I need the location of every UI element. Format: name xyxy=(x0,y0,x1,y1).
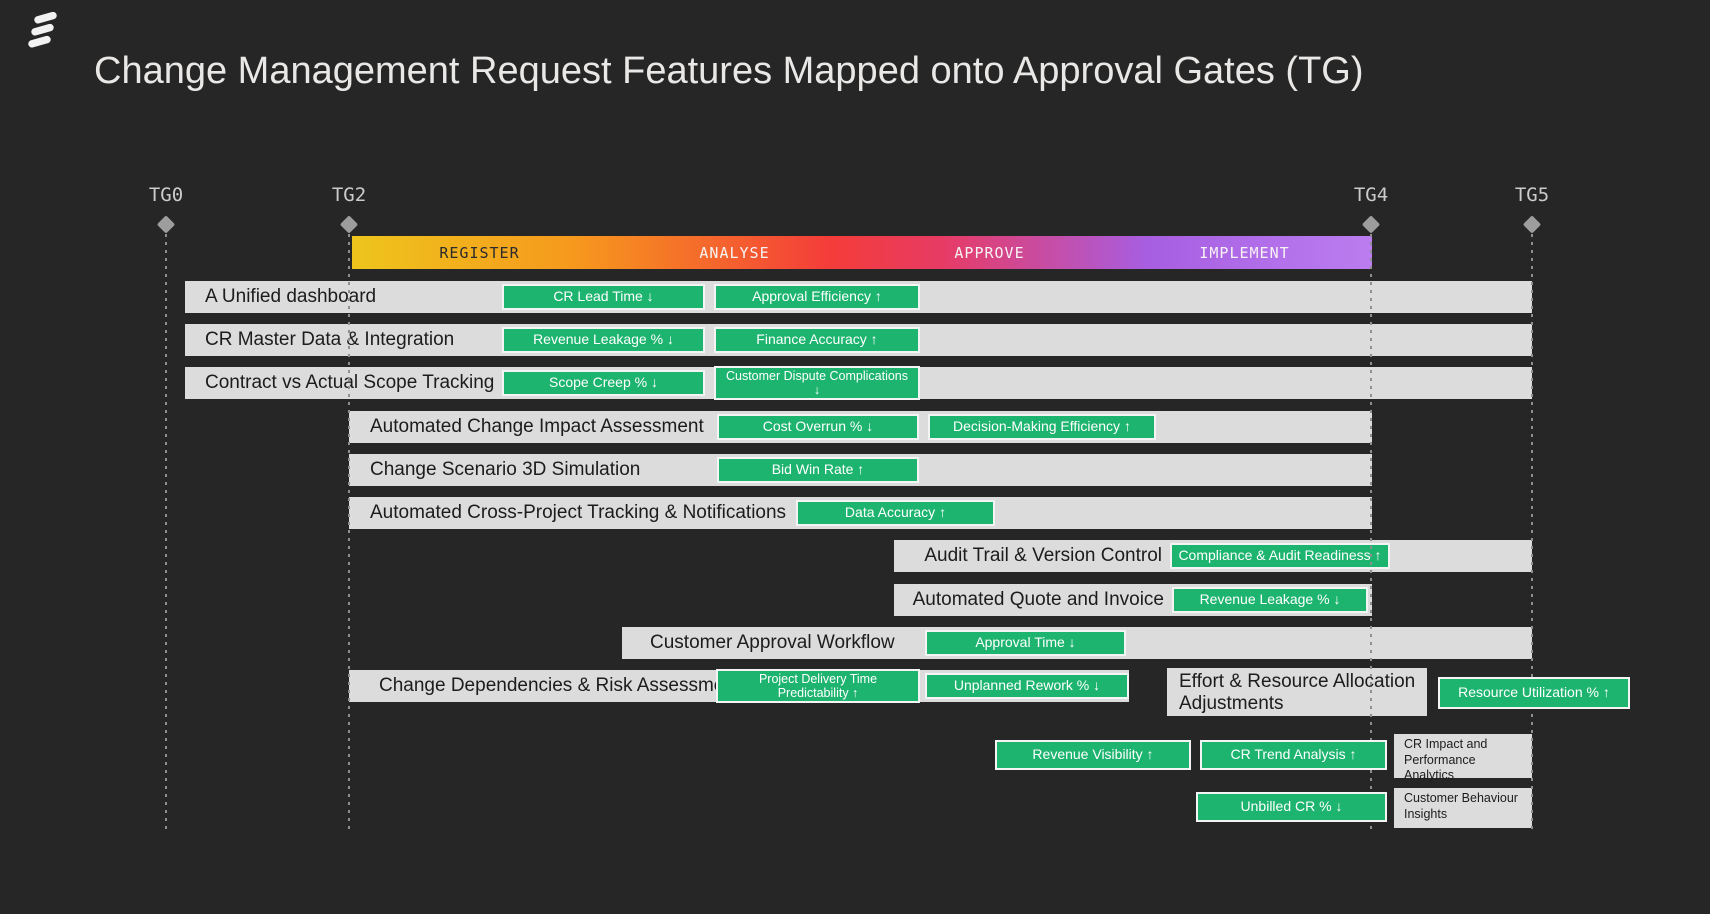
metric-badge: Revenue Visibility ↑ xyxy=(995,740,1191,770)
gate-diamond-icon xyxy=(1522,215,1542,234)
gate-label-tg2: TG2 xyxy=(331,184,367,206)
row-label: Automated Change Impact Assessment xyxy=(370,416,704,437)
gate-dotted-line xyxy=(348,234,350,832)
metric-badge: Decision-Making Efficiency ↑ xyxy=(928,414,1156,440)
metric-badge: Compliance & Audit Readiness ↑ xyxy=(1170,543,1390,569)
row-label: Contract vs Actual Scope Tracking xyxy=(205,372,495,393)
metric-badge: Project Delivery Time Predictability ↑ xyxy=(716,669,920,703)
metric-badge: Scope Creep % ↓ xyxy=(502,370,705,396)
phase-register: REGISTER xyxy=(439,243,520,262)
gate-label-tg5: TG5 xyxy=(1514,184,1550,206)
metric-badge: Customer Dispute Complications ↓ xyxy=(714,366,920,400)
feature-row-scenario-simulation: Change Scenario 3D Simulation Bid Win Ra… xyxy=(349,454,1372,486)
gate-diamond-icon xyxy=(1361,215,1381,234)
feature-row-cr-master-data: CR Master Data & Integration Revenue Lea… xyxy=(185,324,1532,356)
metric-badge: Finance Accuracy ↑ xyxy=(714,327,920,353)
metric-badge: Resource Utilization % ↑ xyxy=(1438,677,1630,709)
row-label: A Unified dashboard xyxy=(205,286,377,307)
metric-badge: CR Trend Analysis ↑ xyxy=(1200,740,1387,770)
cr-impact-analytics-box: CR Impact and Performance Analytics xyxy=(1394,734,1532,782)
metric-badge: Unbilled CR % ↓ xyxy=(1196,792,1387,822)
feature-row-customer-approval-workflow: Customer Approval Workflow Approval Time… xyxy=(622,627,1532,659)
metric-badge: Data Accuracy ↑ xyxy=(796,500,995,526)
phase-analyse: ANALYSE xyxy=(699,243,770,262)
row-label: Automated Quote and Invoice xyxy=(912,589,1164,610)
phase-implement: IMPLEMENT xyxy=(1199,243,1290,262)
metric-badge: Approval Time ↓ xyxy=(925,630,1126,656)
feature-row-dependencies-risk: Change Dependencies & Risk Assessment Pr… xyxy=(349,669,1129,703)
gate-dotted-line xyxy=(1531,234,1533,832)
row-label: Change Scenario 3D Simulation xyxy=(370,459,641,480)
metric-badge: Revenue Leakage % ↓ xyxy=(502,327,705,353)
phase-approve: APPROVE xyxy=(954,243,1025,262)
gate-diamond-icon xyxy=(339,215,359,234)
row-label: Audit Trail & Version Control xyxy=(924,545,1162,566)
metric-badge: Bid Win Rate ↑ xyxy=(717,457,919,483)
feature-row-unified-dashboard: A Unified dashboard CR Lead Time ↓ Appro… xyxy=(185,281,1532,313)
gate-diamond-icon xyxy=(156,215,176,234)
row-label: Automated Cross-Project Tracking & Notif… xyxy=(370,502,787,523)
row-label: Customer Approval Workflow xyxy=(650,632,895,653)
feature-row-change-impact-assessment: Automated Change Impact Assessment Cost … xyxy=(349,411,1372,443)
page-title: Change Management Request Features Mappe… xyxy=(94,50,1364,92)
feature-row-cross-project-tracking: Automated Cross-Project Tracking & Notif… xyxy=(349,497,1372,529)
metric-badge: Revenue Leakage % ↓ xyxy=(1172,587,1368,613)
gate-label-tg0: TG0 xyxy=(148,184,184,206)
row-label: Change Dependencies & Risk Assessment xyxy=(379,675,741,696)
ericsson-logo-icon xyxy=(28,12,57,48)
feature-row-contract-scope-tracking: Contract vs Actual Scope Tracking Scope … xyxy=(185,366,1532,400)
metric-badge: Cost Overrun % ↓ xyxy=(717,414,919,440)
row-label: CR Master Data & Integration xyxy=(205,329,455,350)
gate-dotted-line xyxy=(165,234,167,832)
metric-badge: Approval Efficiency ↑ xyxy=(714,284,920,310)
effort-resource-allocation-box: Effort & Resource Allocation Adjustments xyxy=(1167,668,1427,716)
feature-row-audit-trail: Audit Trail & Version Control Compliance… xyxy=(894,540,1532,572)
gate-dotted-line xyxy=(1370,234,1372,832)
feature-row-quote-invoice: Automated Quote and Invoice Revenue Leak… xyxy=(894,584,1372,616)
phase-gradient-bar: REGISTER ANALYSE APPROVE IMPLEMENT xyxy=(352,236,1372,269)
metric-badge: CR Lead Time ↓ xyxy=(502,284,705,310)
metric-badge: Unplanned Rework % ↓ xyxy=(925,673,1129,699)
gate-label-tg4: TG4 xyxy=(1353,184,1389,206)
customer-behaviour-insights-box: Customer Behaviour Insights xyxy=(1394,788,1532,828)
